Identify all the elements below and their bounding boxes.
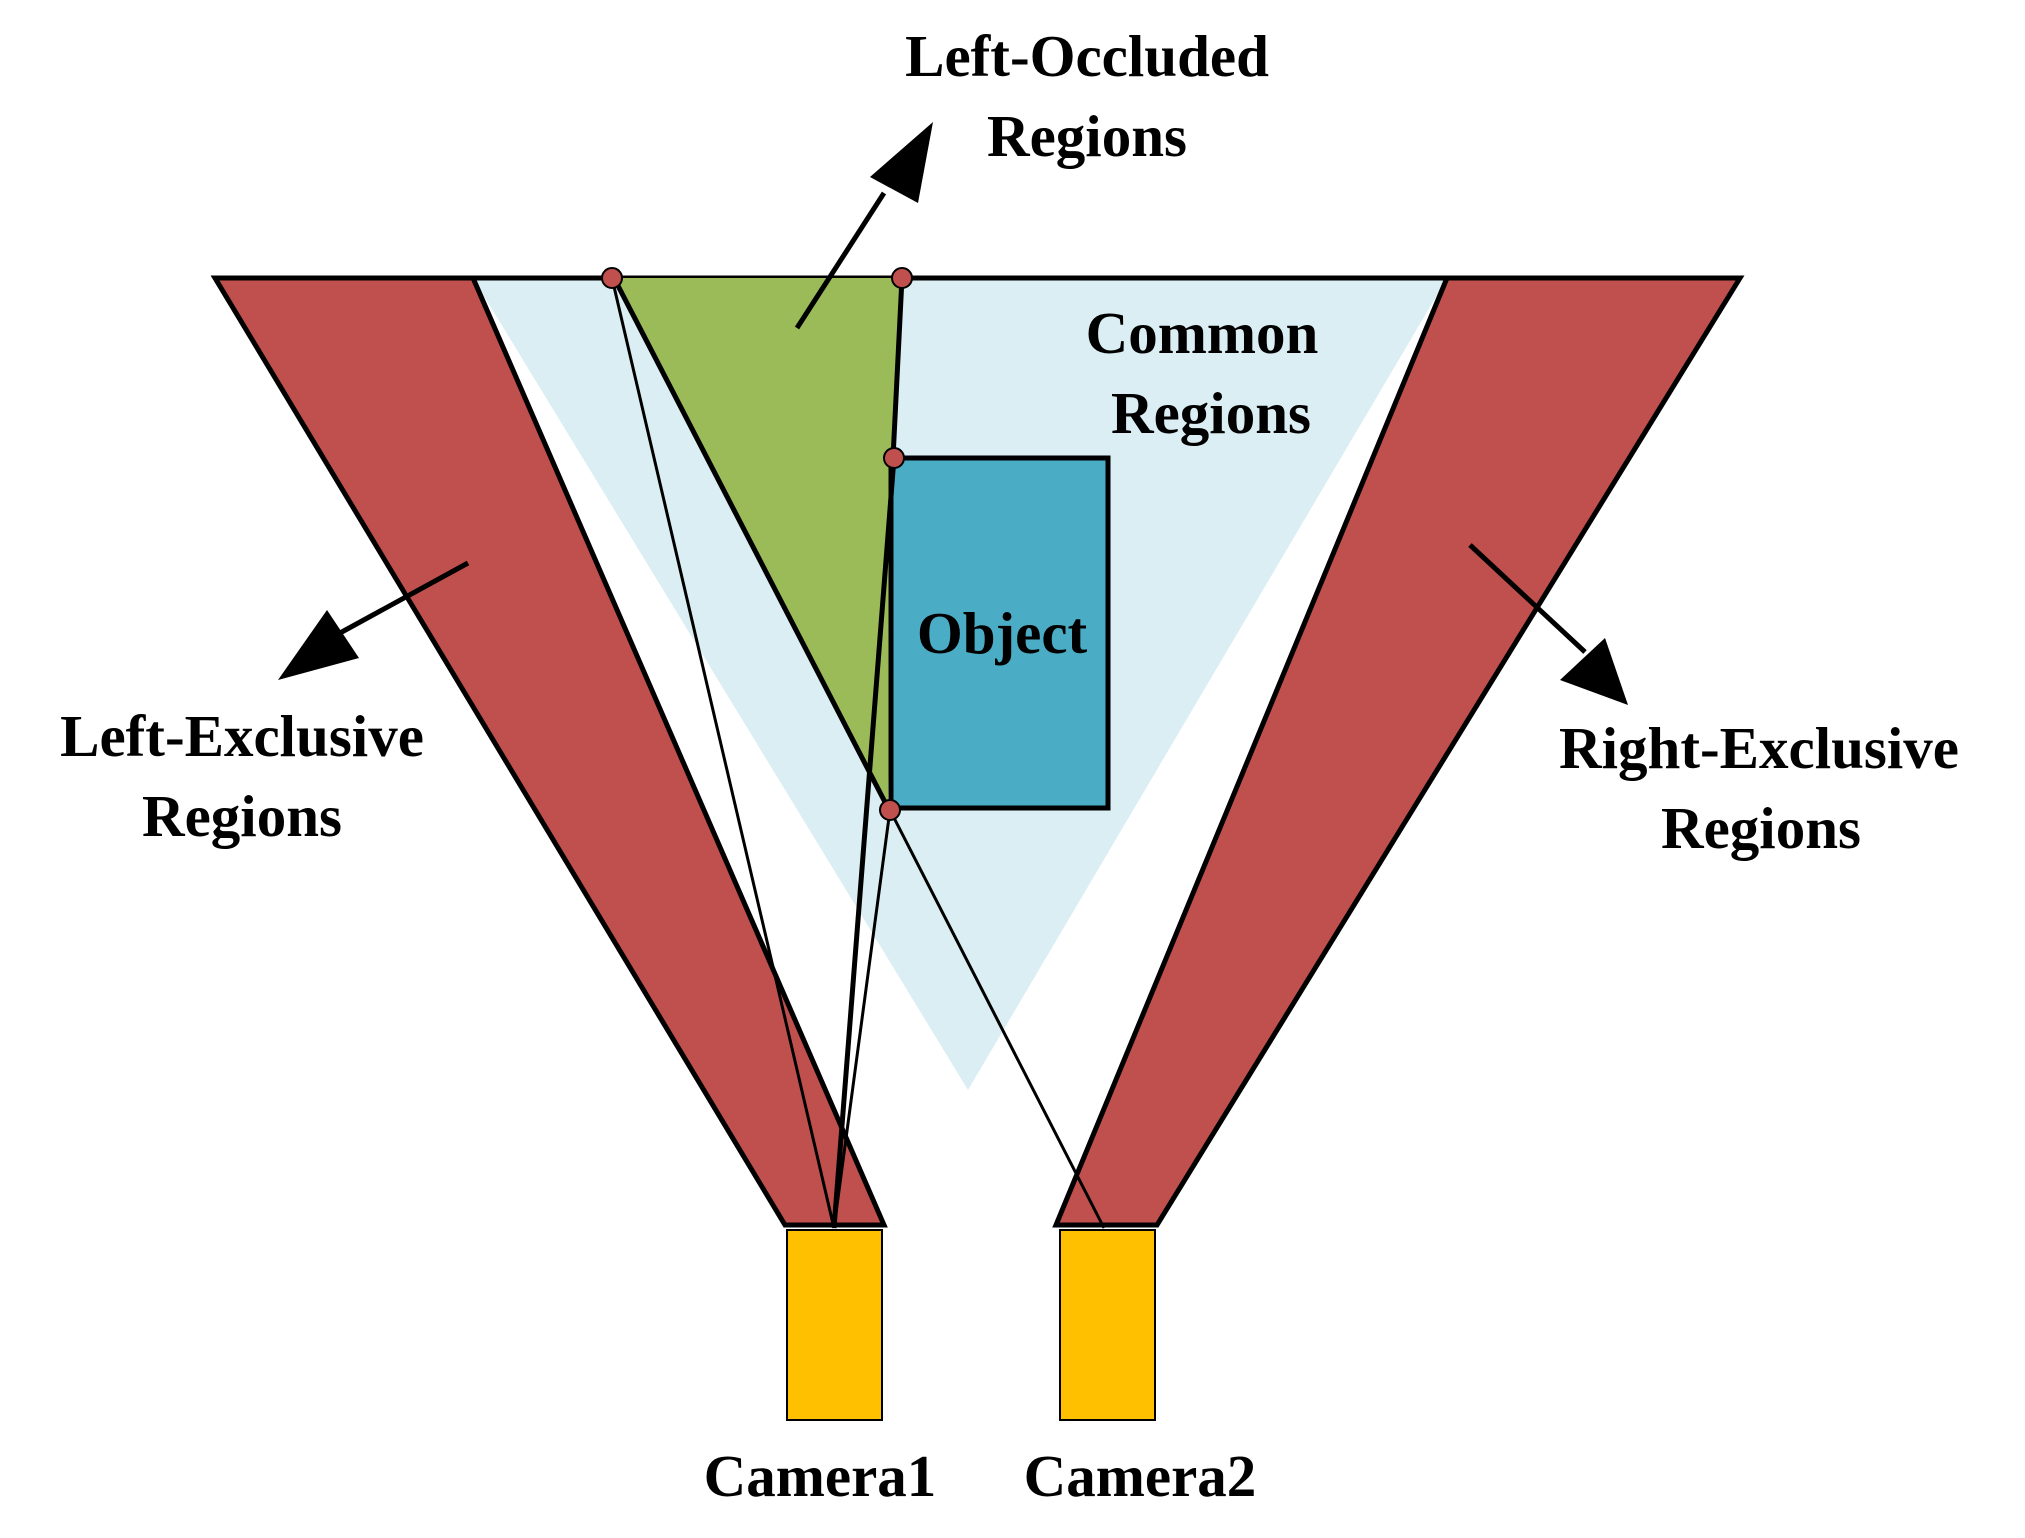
object-label: Object: [917, 600, 1088, 666]
occluded-right-edge: [890, 277, 905, 459]
arrow-right-exclusive: [1468, 543, 1628, 705]
camera1-label: Camera1: [704, 1443, 937, 1509]
common-label-line1: Common: [1086, 300, 1319, 366]
occlusion-boundary-line: [611, 276, 891, 810]
camera1-ray-a: [610, 277, 836, 1229]
arrow-left-exclusive: [278, 560, 470, 680]
right-exclusive-label-line2: Regions: [1661, 795, 1861, 861]
camera1-ray-c: [832, 809, 892, 1229]
camera2-ray: [888, 809, 1106, 1229]
camera2-label: Camera2: [1024, 1443, 1257, 1509]
camera1-body: [786, 1229, 883, 1421]
point-marker: [883, 447, 905, 469]
common-label-line2: Regions: [1111, 380, 1311, 446]
left-occluded-region: [614, 278, 902, 808]
arrow-left-occluded: [794, 122, 933, 330]
left-occluded-label-line1: Left-Occluded: [905, 23, 1269, 89]
left-exclusive-label-line2: Regions: [142, 783, 342, 849]
left-occluded-label-line2: Regions: [987, 103, 1187, 169]
right-exclusive-label-line1: Right-Exclusive: [1559, 715, 1959, 781]
point-marker: [879, 799, 901, 821]
camera1-ray-b: [831, 457, 897, 1229]
object-box: [888, 455, 1111, 811]
left-exclusive-label-line1: Left-Exclusive: [60, 703, 424, 769]
point-marker: [891, 267, 913, 289]
point-marker: [601, 267, 623, 289]
camera2-body: [1059, 1229, 1156, 1421]
